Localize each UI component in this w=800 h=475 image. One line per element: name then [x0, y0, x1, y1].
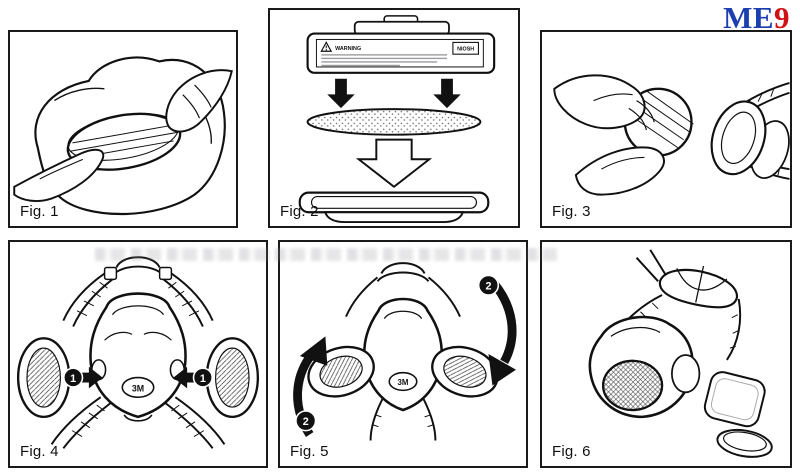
fig4-illustration-attach-cartridges: 3M 1 — [16, 256, 260, 449]
figure-label: Fig. 2 — [280, 203, 319, 220]
cartridge-base — [298, 191, 490, 224]
mask-logo: 3M — [398, 378, 409, 387]
front-cartridge — [602, 359, 664, 412]
figure-label: Fig. 6 — [552, 443, 591, 460]
brand-logo: ME9 — [723, 0, 790, 36]
right-cartridge — [205, 337, 260, 419]
strap-ends — [635, 249, 667, 282]
step2-arrow-right: 2 — [477, 274, 517, 386]
fig1-illustration-hands-inserting-filter — [13, 56, 233, 216]
left-hand — [13, 148, 105, 203]
brand-logo-me: ME — [723, 0, 774, 35]
facepiece: 3M — [89, 292, 187, 422]
step-number: 1 — [200, 373, 206, 385]
head-cradle — [658, 265, 739, 309]
head-cradle — [345, 262, 461, 318]
fig2-panel: WARNING NIOSH — [268, 8, 520, 228]
head-cradle — [103, 256, 173, 281]
figure-label: Fig. 4 — [20, 443, 59, 460]
filter-pad — [703, 371, 766, 428]
fig2-illustration-exploded-cartridge: WARNING NIOSH — [298, 15, 496, 224]
warning-triangle-icon — [320, 41, 333, 52]
step-number: 2 — [303, 416, 309, 428]
step2-arrow-left: 2 — [293, 336, 328, 437]
fig6-illustration-assembled-respirator — [588, 249, 773, 458]
figure-label: Fig. 3 — [552, 203, 591, 220]
niosh-badge: NIOSH — [452, 41, 479, 55]
warning-title: WARNING — [335, 46, 361, 52]
fig1-panel: Fig. 1 — [8, 30, 238, 228]
figure-label: Fig. 1 — [20, 203, 59, 220]
right-hand — [165, 69, 233, 133]
right-cartridge — [431, 345, 499, 398]
facepiece: 3M — [362, 297, 444, 412]
bottom-straps — [369, 398, 437, 441]
down-arrow-left — [327, 78, 355, 109]
brand-logo-nine: 9 — [774, 0, 790, 35]
niosh-label: NIOSH — [457, 47, 474, 53]
down-arrow-right — [433, 78, 461, 109]
step1-arrow-left: 1 — [63, 366, 103, 389]
fig5-panel: 3M 2 — [278, 240, 528, 468]
fig3-illustration-hands-attaching-cover — [553, 74, 790, 196]
step1-arrow-right: 1 — [173, 366, 213, 389]
step-number: 2 — [485, 281, 491, 293]
filter-retainer — [716, 428, 773, 458]
cartridge-body — [710, 100, 767, 176]
warning-label: WARNING NIOSH — [315, 38, 484, 68]
outline-down-arrow — [355, 138, 433, 188]
bottom-straps — [50, 396, 226, 449]
upper-hand — [553, 74, 655, 130]
step-number: 1 — [70, 373, 76, 385]
top-straps — [62, 272, 214, 327]
fig3-panel: Fig. 3 — [540, 30, 792, 228]
fig4-panel: 3M 1 — [8, 240, 268, 468]
filter-disc — [306, 108, 482, 136]
lower-hand — [574, 107, 665, 196]
fig6-panel: Fig. 6 — [540, 240, 792, 468]
mask-logo: 3M — [132, 383, 144, 393]
fig5-illustration-twist-cartridges: 3M 2 — [293, 262, 517, 441]
figure-label: Fig. 5 — [290, 443, 329, 460]
rear-cartridge — [671, 354, 701, 394]
left-cartridge — [16, 337, 71, 419]
